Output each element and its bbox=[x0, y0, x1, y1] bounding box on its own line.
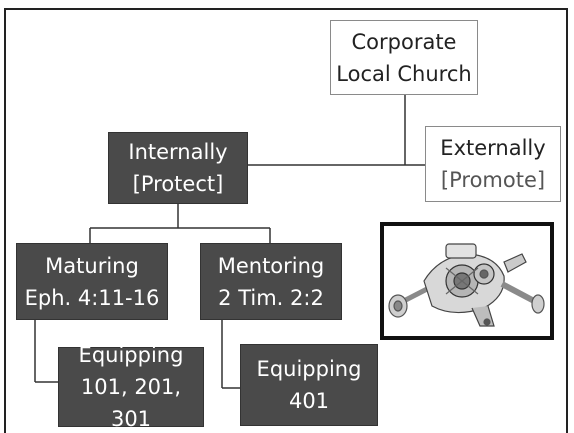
node-externally-line1: Externally bbox=[440, 136, 546, 160]
node-mentoring: Mentoring 2 Tim. 2:2 bbox=[200, 243, 342, 320]
node-mentoring-line2: 2 Tim. 2:2 bbox=[218, 285, 324, 310]
node-corporate-line2: Local Church bbox=[336, 61, 472, 86]
node-externally-line2: [Promote] bbox=[440, 168, 546, 192]
node-maturing: Maturing Eph. 4:11-16 bbox=[16, 243, 168, 320]
node-maturing-line2: Eph. 4:11-16 bbox=[24, 285, 160, 310]
node-corporate-local-church: Corporate Local Church bbox=[330, 20, 478, 95]
gearbox-axle-icon bbox=[388, 243, 545, 327]
node-equipping-401: Equipping 401 bbox=[240, 344, 378, 426]
node-equipping-1-line1: Equipping bbox=[78, 343, 184, 367]
node-maturing-line1: Maturing bbox=[45, 253, 139, 278]
node-internally-line2: [Protect] bbox=[132, 172, 224, 196]
node-externally-promote: Externally [Promote] bbox=[425, 126, 561, 202]
node-corporate-line1: Corporate bbox=[351, 29, 457, 54]
node-mentoring-line1: Mentoring bbox=[217, 253, 325, 278]
node-equipping-101-201-301: Equipping 101, 201, 301 bbox=[58, 343, 204, 431]
node-internally-protect: Internally [Protect] bbox=[108, 132, 248, 204]
node-equipping-2-line1: Equipping bbox=[256, 357, 362, 381]
node-equipping-1-line2: 101, 201, 301 bbox=[80, 375, 182, 431]
gearbox-axle-image bbox=[380, 222, 554, 340]
node-equipping-2-line2: 401 bbox=[288, 389, 330, 413]
node-internally-line1: Internally bbox=[128, 140, 228, 164]
